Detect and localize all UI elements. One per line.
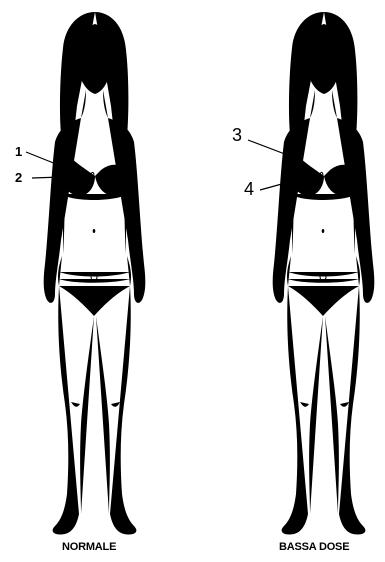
figure-bassa-dose [273,12,375,535]
marker-2-label: 2 [15,170,22,185]
marker-3-label: 3 [232,125,242,145]
figure-normale [44,12,146,535]
caption-bassa-dose: BASSA DOSE [279,541,349,553]
caption-normale: NORMALE [62,541,116,553]
marker-1-label: 1 [15,144,22,159]
marker-4-label: 4 [244,179,254,199]
